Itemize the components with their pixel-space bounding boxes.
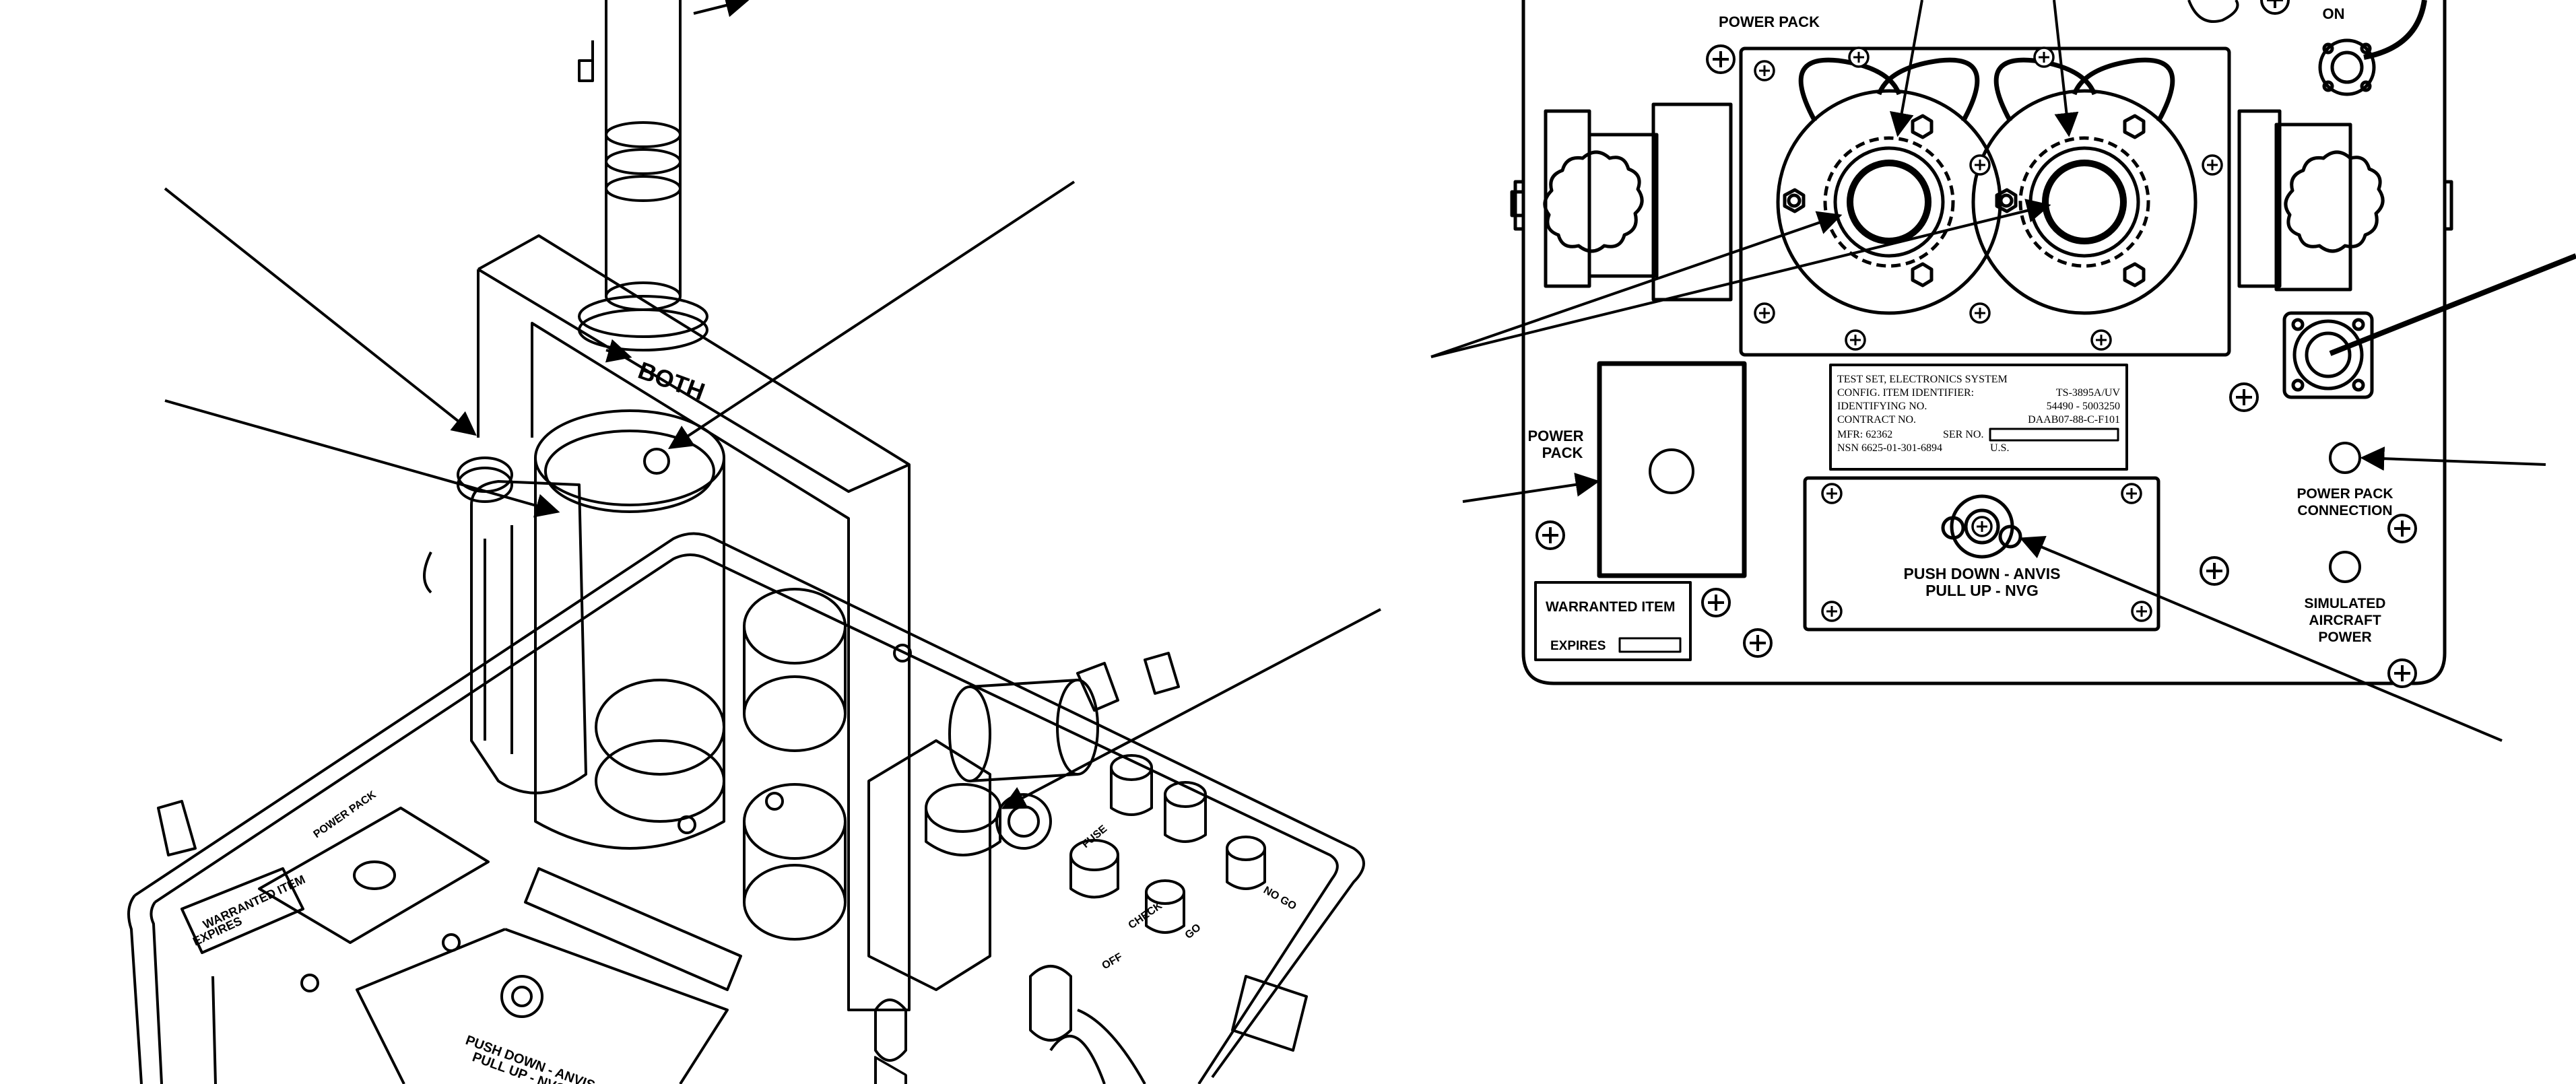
iso-power-pack-cover	[258, 807, 490, 944]
expires-field	[1618, 637, 1682, 653]
on-label: ON	[2323, 5, 2345, 22]
nameplate-row-mid: SER NO.	[1943, 429, 1983, 440]
simulated-label-1: SIMULATED	[2305, 596, 2386, 611]
night-vision-goggle	[423, 409, 725, 850]
isometric-test-set-view: WARRANTED ITEM EXPIRES POWER PACK PUSH D…	[127, 0, 1381, 1084]
warranted-item-box	[1534, 581, 1692, 661]
left-power-label: POWER	[1527, 428, 1583, 444]
nameplate-text: TEST SET, ELECTRONICS SYSTEM CONFIG. ITE…	[1837, 374, 2120, 454]
left-clamp-knob	[1510, 102, 1733, 302]
case-top-outline	[127, 532, 1365, 1084]
top-power-pack-label: POWER PACK	[1719, 13, 1820, 30]
eyepiece-tube	[578, 0, 750, 351]
nameplate-title: TEST SET, ELECTRONICS SYSTEM	[1837, 374, 2008, 385]
left-pack-label: PACK	[1542, 444, 1583, 461]
nameplate-row-mid: U.S.	[1990, 442, 2009, 454]
power-pack-connection-label-2: CONNECTION	[2297, 503, 2392, 518]
connector-on	[2318, 0, 2427, 96]
nameplate-row-label: CONFIG. ITEM IDENTIFIER:	[1837, 387, 1974, 399]
simulated-label-2: AIRCRAFT	[2309, 613, 2381, 628]
case-top-inner-rim	[150, 553, 1339, 1084]
nameplate-row-value: 54490 - 5003250	[2047, 401, 2120, 412]
holding-fixture-frame	[477, 234, 911, 1011]
power-pack-connector	[2282, 253, 2576, 399]
left-eyepiece-adapter	[1776, 57, 2002, 315]
nameplate	[1829, 364, 2128, 471]
pull-up-label: PULL UP - NVG	[1925, 582, 2039, 599]
nameplate-row-label: CONTRACT NO.	[1837, 414, 1916, 426]
front-panel-view: ON POWER PACK POWER PACK TEST SET, ELECT…	[1430, 0, 2576, 742]
front-panel-outline	[1521, 0, 2447, 685]
nameplate-row-label: NSN 6625-01-301-6894	[1837, 442, 1942, 454]
anvis-nvg-switch-plate	[1803, 476, 2160, 632]
lens-cups	[743, 588, 847, 941]
power-pack-compartment	[1597, 361, 1747, 578]
iso-go-label: GO	[1183, 922, 1203, 941]
adapter-housing	[1739, 46, 2231, 357]
nameplate-row-value: TS-3895A/UV	[2056, 387, 2121, 399]
iso-power-pack-label: POWER PACK	[312, 789, 378, 841]
iso-fuse-label: FUSE	[1080, 823, 1110, 850]
nameplate-row-label: IDENTIFYING NO.	[1837, 401, 1927, 412]
right-eyepiece-adapter	[1971, 57, 2198, 315]
iso-no-go-label: NO GO	[1261, 885, 1298, 912]
right-clamp-knob	[2237, 109, 2385, 292]
simulated-power-indicator	[2329, 551, 2361, 583]
power-pack-connection-indicator	[2329, 442, 2361, 474]
iso-both-label: BOTH	[634, 356, 708, 405]
expires-label: EXPIRES	[1550, 639, 1606, 653]
nameplate-row-label: MFR: 62362	[1837, 429, 1892, 440]
nameplate-row-value: DAAB07-88-C-F101	[2028, 414, 2120, 426]
iso-off-label: OFF	[1100, 951, 1125, 972]
simulated-label-3: POWER	[2318, 630, 2371, 645]
power-pack-connection-label-1: POWER PACK	[2297, 486, 2393, 502]
serial-number-field	[1989, 428, 2119, 442]
iso-warranted-plate	[180, 867, 304, 954]
push-down-label: PUSH DOWN - ANVIS	[1904, 565, 2061, 582]
warranted-item-label: WARRANTED ITEM	[1546, 599, 1676, 615]
